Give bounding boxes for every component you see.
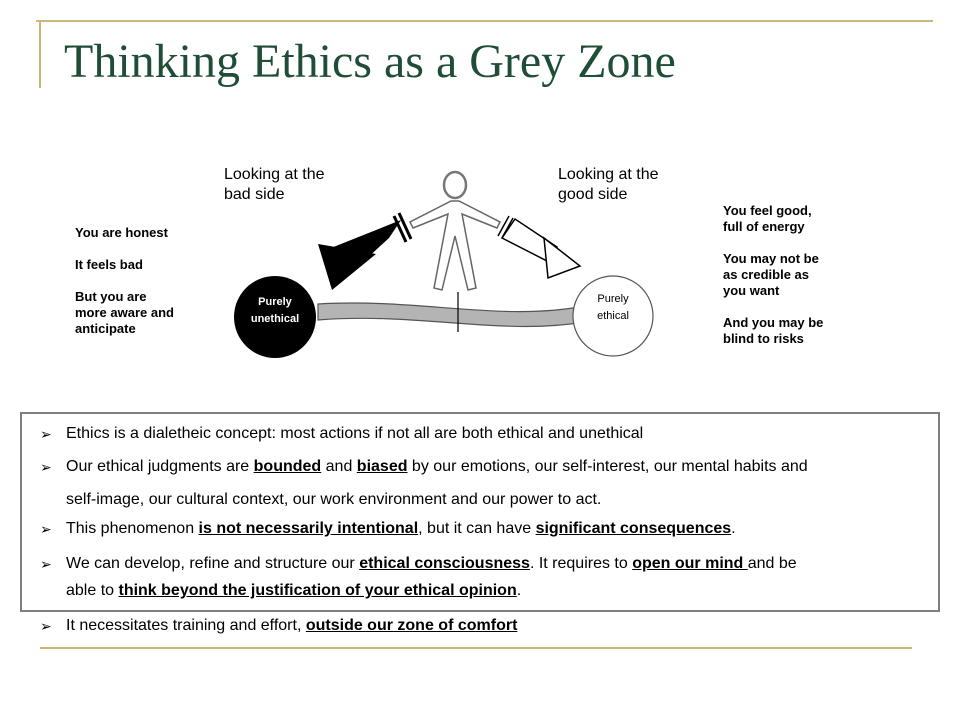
b2-t3: by our emotions, our self-interest, our … [407,458,808,475]
purely-ethical-circle [572,275,654,357]
b3-t3: . [731,520,736,537]
slide-title: Thinking Ethics as a Grey Zone [64,35,676,88]
left-notes: You are honest It feels bad But you are … [75,225,174,337]
b4-t1: We can develop, refine and structure our [66,555,360,572]
grey-scale-bar [317,302,586,328]
b2-t2: and [321,458,357,475]
frame-bottom-line [40,647,912,649]
good-side-label: Looking at the good side [558,165,659,205]
b3-t1: This phenomenon [66,520,199,537]
bullet-arrow-icon: ➢ [40,556,52,572]
purely-ethical-label-2: ethical [597,310,629,322]
right-note-2: full of energy [723,219,805,234]
right-note-3: You may not be [723,251,819,266]
b5-u1: outside our zone of comfort [305,617,518,634]
bullet-2-text-line2: self-image, our cultural context, our wo… [66,491,602,508]
bad-side-label-line1: Looking at the [224,166,325,183]
bad-side-label: Looking at the bad side [224,165,325,205]
right-note-1: You feel good, [723,203,812,218]
bullet-1-text: Ethics is a dialetheic concept: most act… [66,425,644,442]
right-note-7: blind to risks [723,331,804,346]
bullet-arrow-icon: ➢ [40,426,52,442]
right-note-5: you want [723,283,780,298]
bad-side-label-line2: bad side [224,186,285,203]
bullets-box [20,412,940,612]
right-note-4: as credible as [723,267,809,282]
b3-u2: significant consequences [535,520,732,537]
purely-ethical-label-1: Purely [597,293,629,305]
purely-unethical-label-1: Purely [258,296,293,308]
purely-unethical-circle [234,276,316,358]
bullet-5-text: It necessitates training and effort, out… [66,613,517,639]
b3-t2: , but it can have [418,520,536,537]
left-note-1: You are honest [75,225,168,240]
right-notes: You feel good, full of energy You may no… [723,203,823,347]
b4-u1: ethical consciousness [359,555,530,572]
left-note-4: more aware and [75,305,174,320]
bullet-arrow-icon: ➢ [40,618,52,634]
left-note-3: But you are [75,289,147,304]
good-side-label-line1: Looking at the [558,166,659,183]
b2-u2: biased [356,458,408,475]
left-note-2: It feels bad [75,257,143,272]
right-note-6: And you may be [723,315,824,330]
b5-t1: It necessitates training and effort, [66,617,306,634]
b4-u2: open our mind [632,555,748,572]
b4-t4: able to [66,582,119,599]
frame-top-line [36,20,933,22]
b4-u3: think beyond the justification of your e… [118,582,517,599]
purely-unethical-label-2: unethical [251,313,299,325]
white-arrow-icon [497,215,582,280]
bullet-3-text: This phenomenon is not necessarily inten… [66,516,736,542]
black-arrow-icon [318,212,413,290]
b4-t5: . [516,582,522,599]
b2-u1: bounded [253,458,322,475]
bullet-4-text-line2: able to think beyond the justification o… [66,578,521,604]
frame-left-line [39,20,41,88]
b3-u1: is not necessarily intentional [198,520,419,537]
b4-t3: and be [747,555,797,572]
good-side-label-line2: good side [558,186,628,203]
b2-t1: Our ethical judgments are [66,458,254,475]
b4-t2: . It requires to [529,555,633,572]
person-figure-icon [408,170,502,291]
left-note-5: anticipate [75,321,136,336]
bullet-2-text: Our ethical judgments are bounded and bi… [66,454,808,480]
bullet-4-text: We can develop, refine and structure our… [66,551,797,577]
bullet-arrow-icon: ➢ [40,521,52,537]
bullet-arrow-icon: ➢ [40,459,52,475]
